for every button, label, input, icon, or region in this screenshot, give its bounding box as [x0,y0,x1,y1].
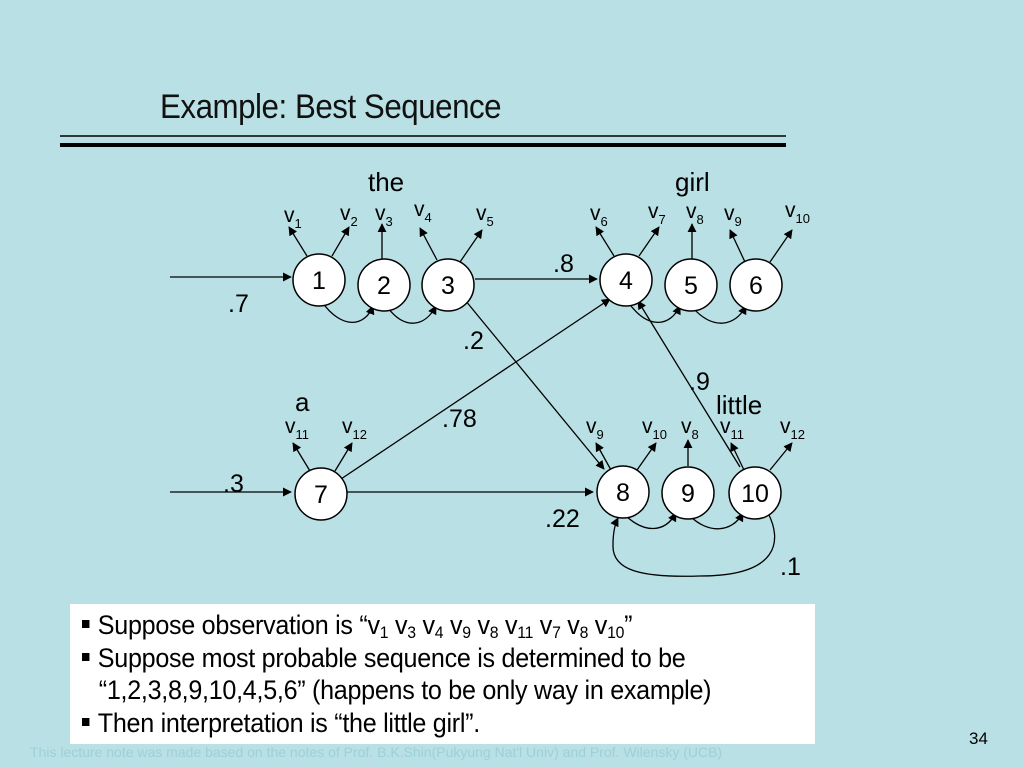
footer-credit: This lecture note was made based on the … [30,744,723,760]
observation-label: v2 [340,202,358,229]
bullet-text: Then interpretation is “the little girl”… [97,708,480,738]
edge-7-4 [340,298,611,480]
emit-10-v11 [730,442,745,471]
bullet-item: Then interpretation is “the little girl”… [82,708,480,739]
state-node: 5 [664,258,718,312]
probability-label: .8 [553,250,574,278]
observation-label: v3 [375,202,393,229]
edge-9-10 [689,512,744,530]
observation-label: v11 [720,415,744,442]
edge-8-9 [623,512,677,530]
emit-3-v4 [419,227,438,261]
observation-label: v8 [686,200,704,227]
bullet-text: Suppose most probable sequence is determ… [97,643,686,673]
emit-4-v7 [638,226,660,257]
probability-label: .1 [780,553,801,581]
probability-label: .9 [689,368,710,396]
probability-label: .7 [228,290,249,318]
state-node-label: 4 [619,267,633,295]
bullet-square-icon [82,652,90,661]
slide-title: Example: Best Sequence [160,88,502,126]
emit-8-v10 [636,442,657,471]
probability-label: .78 [442,405,477,433]
state-node: 3 [421,258,475,312]
edge-3-8 [464,299,605,470]
state-node-label: 2 [377,272,391,300]
probability-label: .2 [463,327,484,355]
state-node: 1 [292,253,346,307]
emit-7-v12 [334,442,353,472]
state-node-label: 6 [749,272,763,300]
bullet-continuation: “1,2,3,8,9,10,4,5,6” (happens to be only… [82,675,712,706]
bullet-text: Suppose observation is “ [97,610,368,640]
word-label-girl: girl [675,167,710,197]
observation-label: v9 [586,415,604,442]
observation-label: v1 [284,204,302,231]
observation-label: v10 [642,415,667,442]
observation-label: v12 [342,415,367,442]
edge-2-3 [387,305,437,324]
word-label-a: a [295,387,310,417]
state-node-label: 9 [681,480,695,508]
state-node-label: 1 [312,267,326,295]
emit-4-v6 [595,226,615,257]
observation-label: v12 [780,415,805,442]
observation-label: v6 [590,202,608,229]
emit-8-v9 [595,442,612,471]
emit-1-v2 [331,226,350,257]
emit-1-v1 [288,226,308,257]
emit-7-v11 [292,442,311,472]
state-node-label: 7 [314,481,328,509]
edge-10-4 [637,300,741,468]
edge-10-8 [610,512,776,577]
state-node: 9 [661,466,715,520]
observation-label: v7 [648,200,666,227]
state-node: 4 [599,253,653,307]
observation-label: v4 [414,198,432,225]
observation-sequence: v1 v3 v4 v9 v8 v11 v7 v8 v10 [367,610,625,642]
state-node: 2 [357,258,411,312]
bullet-box: Suppose observation is “v1 v3 v4 v9 v8 v… [70,604,815,744]
bullet-square-icon [82,717,90,726]
state-node-label: 10 [741,480,769,508]
bullet-text: “1,2,3,8,9,10,4,5,6” (happens to be only… [98,675,712,705]
probability-label: .3 [223,470,244,498]
observation-label: v10 [785,199,810,226]
bullet-item: Suppose observation is “v1 v3 v4 v9 v8 v… [82,610,632,641]
observation-label: v8 [681,415,699,442]
emit-6-v9 [729,229,746,263]
page-number: 34 [969,729,988,748]
bullet-item: Suppose most probable sequence is determ… [82,643,686,674]
state-node: 7 [294,467,348,521]
observation-label: v5 [476,202,494,229]
edge-5-6 [692,305,747,324]
observation-label: v11 [285,415,309,442]
bullet-square-icon [82,619,90,628]
emit-10-v12 [769,442,793,471]
word-label-little: little [716,390,762,420]
edge-1-2 [321,301,375,323]
state-node-label: 3 [441,272,455,300]
emit-6-v10 [769,229,793,263]
probability-label: .22 [545,505,580,533]
edge-4-5 [627,301,681,323]
word-label-the: the [368,167,404,197]
state-node: 6 [729,258,783,312]
state-node: 10 [728,466,782,520]
state-node-label: 5 [684,272,698,300]
emit-3-v5 [459,229,483,263]
state-node-label: 8 [616,479,630,507]
observation-label: v9 [724,202,742,229]
state-node: 8 [596,465,650,519]
